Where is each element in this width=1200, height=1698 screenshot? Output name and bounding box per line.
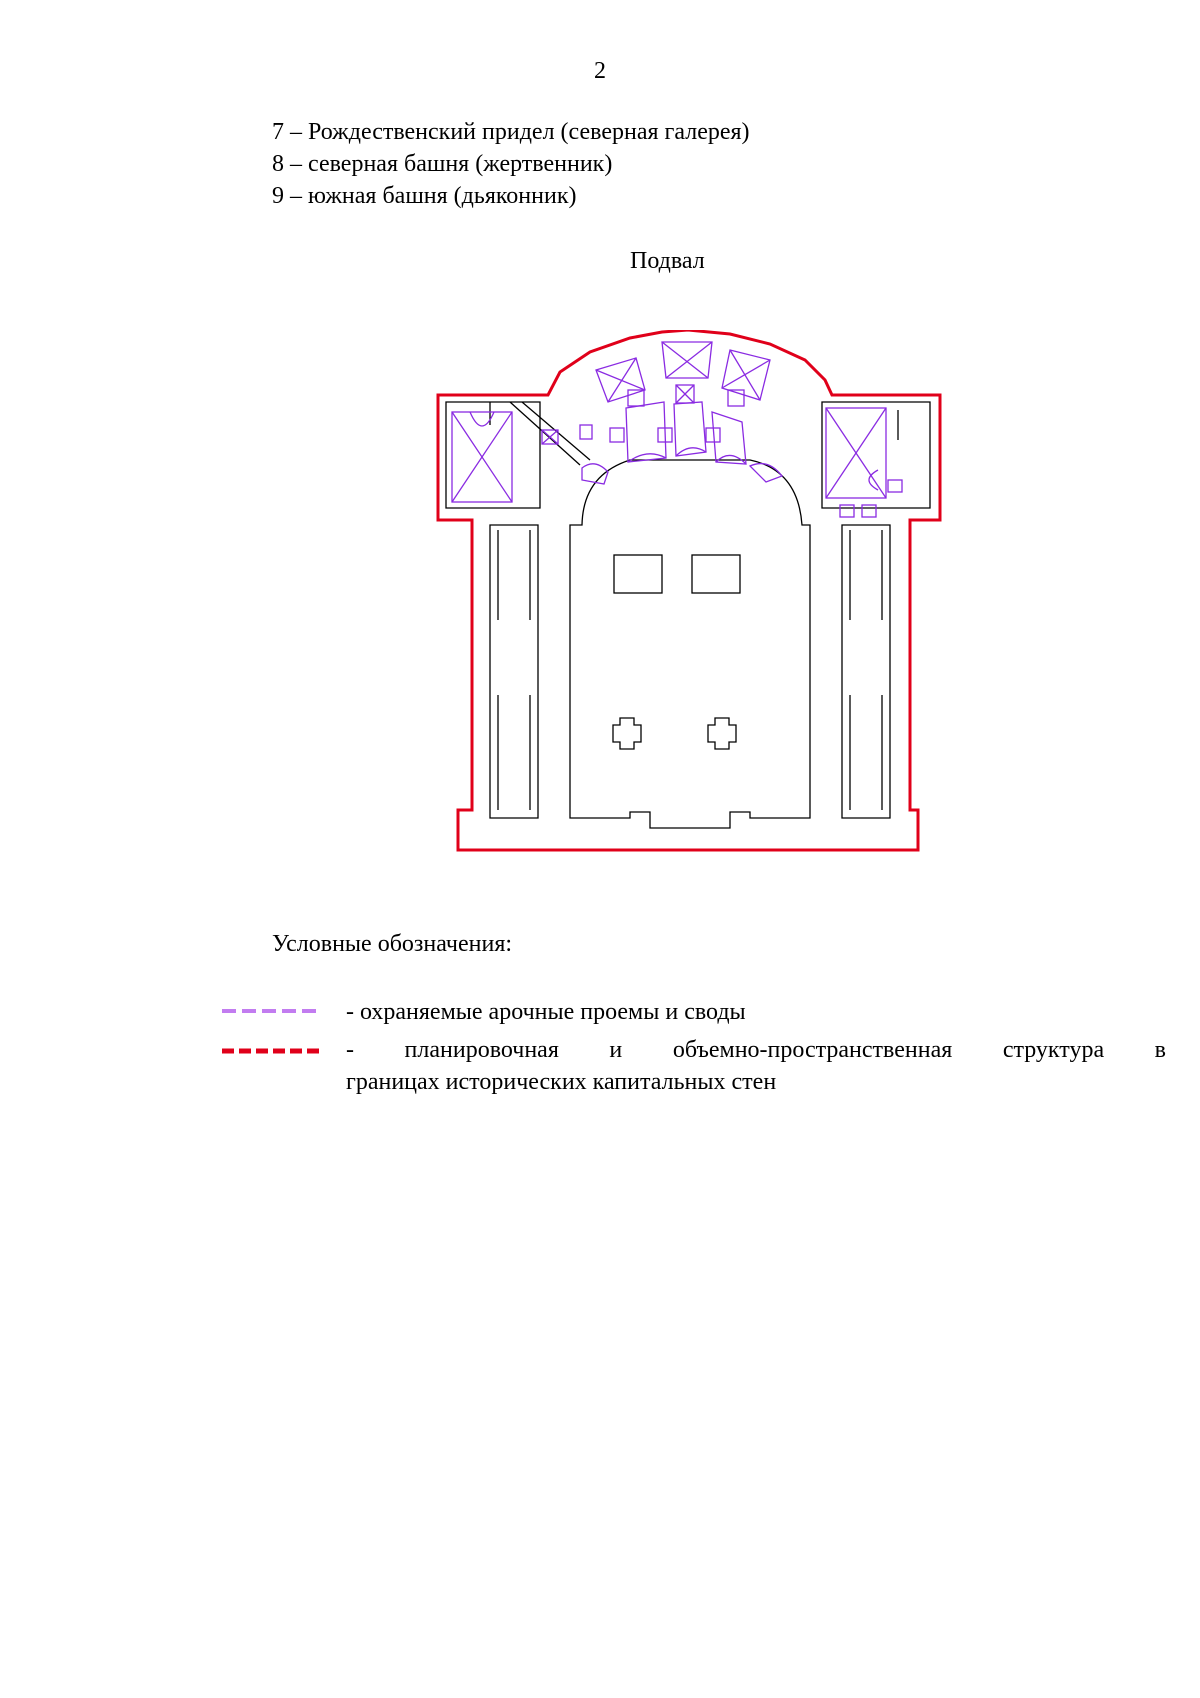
legend-item-text: - планировочная и объемно-пространственн… xyxy=(346,1037,1166,1063)
list-item: 9 – южная башня (дьяконник) xyxy=(272,183,577,209)
protected-arches-vaults xyxy=(451,341,903,518)
plan-title: Подвал xyxy=(630,248,705,274)
purple-dashed-line-swatch xyxy=(222,1009,322,1013)
inner-walls xyxy=(445,401,931,829)
page-number: 2 xyxy=(594,58,606,84)
legend-item-text-continued: границах исторических капитальных стен xyxy=(346,1069,777,1095)
room-list: 7 – Рождественский придел (северная гале… xyxy=(272,116,750,212)
list-item: 8 – северная башня (жертвенник) xyxy=(272,151,613,177)
legend-item-text: - охраняемые арочные проемы и своды xyxy=(346,999,746,1025)
historic-walls-boundary xyxy=(436,330,942,852)
legend-title: Условные обозначения: xyxy=(272,931,513,957)
list-item: 7 – Рождественский придел (северная гале… xyxy=(272,119,750,145)
floor-plan-basement xyxy=(436,330,942,852)
red-dashed-line-swatch xyxy=(222,1048,322,1054)
